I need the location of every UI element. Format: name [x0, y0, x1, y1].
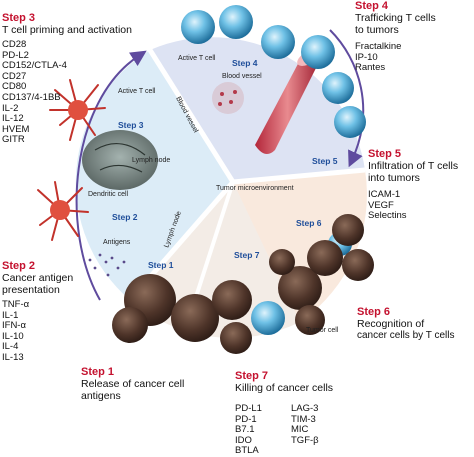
antigen-dots: [88, 253, 126, 277]
step2-desc-line2: presentation: [2, 284, 60, 296]
cycle-label-step3: Step 3: [118, 120, 144, 130]
label-tumor-cell: Tumor cell: [306, 327, 339, 334]
dendritic-cell-lower: [37, 181, 89, 241]
step2-list-item: IL-4: [2, 341, 19, 353]
label-dendritic-cell: Dendritic cell: [88, 191, 129, 198]
step7-list-item: TIM-3: [291, 413, 316, 425]
step2-desc-line1: Cancer antigen: [2, 272, 74, 284]
step4-block: Step 4 Trafficking T cells to tumors Fra…: [355, 0, 473, 74]
step1-desc-line1: Release of cancer cell: [81, 378, 185, 390]
step4-list: Fractalkine IP-10 Rantes: [355, 41, 473, 74]
step3-list-item: IL-2: [2, 102, 19, 114]
cycle-label-step5: Step 5: [312, 156, 338, 166]
step7-list-col1: PD-L1 PD-1 B7.1 IDO BTLA: [235, 403, 275, 457]
step3-list-item: CD137/4-1BB: [2, 91, 61, 103]
step1-title: Step 1: [81, 366, 115, 378]
t-cells-top: [181, 5, 366, 138]
step2-list-item: IL-13: [2, 351, 24, 363]
cycle-label-step2: Step 2: [112, 212, 138, 222]
step4-list-item: Fractalkine: [355, 41, 402, 52]
step6-title: Step 6: [357, 306, 391, 318]
cycle-label-step6: Step 6: [296, 218, 322, 228]
step2-list-item: TNF-α: [2, 299, 30, 310]
step7-lists: PD-L1 PD-1 B7.1 IDO BTLA LAG-3 TIM-3 MIC…: [235, 403, 375, 457]
step3-list-item: GITR: [2, 134, 25, 146]
step3-list-item: IL-12: [2, 113, 24, 125]
label-antigens: Antigens: [103, 239, 131, 246]
label-active-t-cell-left: Active T cell: [118, 88, 156, 95]
label-tumor-microenvironment: Tumor microenvironment: [216, 185, 294, 192]
step4-title: Step 4: [355, 0, 389, 12]
step4-desc-line2: to tumors: [355, 24, 399, 36]
step7-list-item: LAG-3: [291, 403, 319, 414]
step7-desc-line1: Killing of cancer cells: [235, 382, 334, 394]
step7-block: Step 7 Killing of cancer cells PD-L1 PD-…: [235, 370, 375, 457]
step4-desc-line1: Trafficking T cells: [355, 12, 436, 24]
step3-list-item: CD28: [2, 39, 27, 50]
step7-list-item: IDO: [235, 434, 252, 446]
step6-desc-line1: Recognition of: [357, 318, 425, 330]
cycle-label-step4: Step 4: [232, 58, 258, 68]
step7-title: Step 7: [235, 370, 269, 382]
step5-block: Step 5 Infiltration of T cells into tumo…: [368, 148, 474, 222]
step7-list-item: PD-L1: [235, 403, 262, 414]
step7-list-col2: LAG-3 TIM-3 MIC TGF-β: [291, 403, 319, 457]
step2-list-item: IFN-α: [2, 320, 26, 332]
step1-block: Step 1 Release of cancer cell antigens: [81, 366, 221, 402]
step2-list: TNF-α IL-1 IFN-α IL-10 IL-4 IL-13: [2, 299, 112, 364]
step3-list-item: CD27: [2, 70, 27, 82]
step5-list-item: ICAM-1: [368, 189, 401, 200]
step3-desc-line1: T cell priming and activation: [2, 24, 132, 36]
label-blood-vessel: Blood vessel: [222, 73, 262, 80]
step3-list-item: HVEM: [2, 123, 30, 135]
step7-list-item: BTLA: [235, 445, 259, 457]
step2-list-item: IL-10: [2, 330, 24, 342]
step3-title: Step 3: [2, 12, 36, 24]
label-active-t-cell-top: Active T cell: [178, 55, 216, 62]
step3-list-item: PD-L2: [2, 49, 29, 61]
cycle-label-step7: Step 7: [234, 250, 260, 260]
step2-title: Step 2: [2, 260, 36, 272]
step5-list-item: VEGF: [368, 199, 394, 211]
step3-list-item: CD152/CTLA-4: [2, 60, 67, 72]
label-lymph-node: Lymph node: [132, 157, 170, 164]
step2-block: Step 2 Cancer antigen presentation TNF-α…: [2, 260, 112, 364]
step6-desc-line2: cancer cells by T cells: [357, 330, 455, 341]
step5-title: Step 5: [368, 148, 402, 160]
cycle-label-step1: Step 1: [148, 260, 174, 270]
step3-list: CD28 PD-L2 CD152/CTLA-4 CD27 CD80 CD137/…: [2, 39, 172, 146]
step6-block: Step 6 Recognition of cancer cells by T …: [357, 306, 474, 342]
tumor-cells: [112, 214, 374, 354]
step7-list-item: PD-1: [235, 413, 257, 425]
step4-list-item: Rantes: [355, 62, 386, 74]
step7-list-item: MIC: [291, 424, 309, 436]
cycle-arrow: [75, 50, 147, 301]
step5-list: ICAM-1 VEGF Selectins: [368, 189, 474, 222]
sector-lymph-node: [75, 50, 233, 300]
step7-list-item: B7.1: [235, 424, 255, 436]
step3-list-item: CD80: [2, 81, 27, 93]
step5-desc-line2: into tumors: [368, 172, 420, 184]
lymph-node-illustration: [82, 130, 158, 190]
step7-list-item: TGF-β: [291, 434, 319, 446]
step4-list-item: IP-10: [355, 51, 378, 63]
step5-list-item: Selectins: [368, 210, 407, 222]
step1-desc-line2: antigens: [81, 390, 121, 402]
step3-block: Step 3 T cell priming and activation CD2…: [2, 12, 172, 146]
step5-desc-line1: Infiltration of T cells: [368, 160, 459, 172]
cycle-arrow-right: [329, 29, 365, 168]
sector-blood-vessel: [150, 37, 365, 183]
dendritic-cell-upper: [49, 79, 106, 141]
step2-list-item: IL-1: [2, 309, 19, 321]
